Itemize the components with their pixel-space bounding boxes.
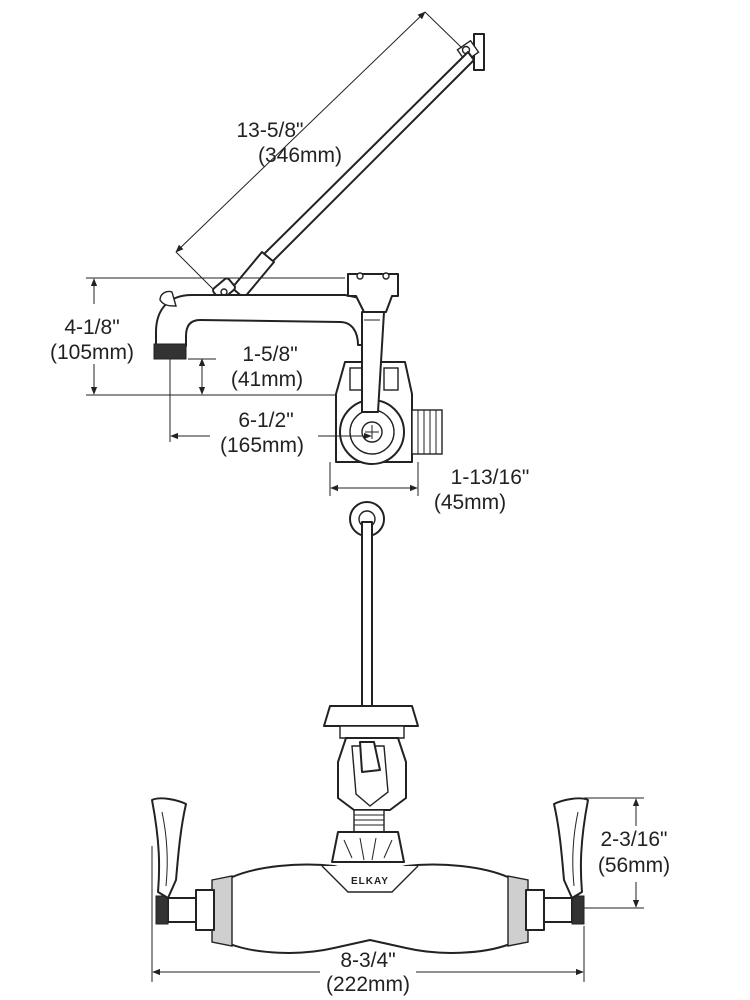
front-valve-body [337,737,407,811]
front-main-body: ELKAY [217,863,523,954]
inlet-depth-imperial: 1-13/16" [451,466,530,489]
overall-width-metric: (222mm) [326,973,410,996]
dim-outlet-height [188,358,216,395]
arm-length-imperial: 13-5/8" [237,119,304,142]
front-bracket [323,705,419,739]
front-view: ELKAY 2-3/16" (56mm) [151,501,670,996]
spout-height-imperial: 4-1/8" [64,316,119,339]
outlet-height-imperial: 1-5/8" [242,343,297,366]
side-view: 13-5/8" (346mm) 4-1/8" (105mm) 1-5/8" (4… [50,11,530,514]
spout [153,290,371,360]
valve-cap [347,272,399,313]
dim-arm-length [175,11,463,291]
right-handle [507,797,589,947]
dim-spout-reach [169,359,372,442]
front-nipple [353,809,385,833]
handle-height-imperial: 2-3/16" [601,828,668,851]
left-handle [151,797,233,947]
brand-logo: ELKAY [351,876,389,887]
valve-body [335,311,443,465]
support-arm [212,51,475,301]
spout-height-metric: (105mm) [50,341,134,364]
spout-reach-imperial: 6-1/2" [238,409,293,432]
front-connector-nut [331,831,405,863]
outlet-height-metric: (41mm) [231,368,303,391]
overall-width-imperial: 8-3/4" [340,949,395,972]
dim-spout-height [86,277,345,396]
dim-overall-width [151,846,585,982]
aerator [153,343,187,360]
spout-reach-metric: (165mm) [220,434,304,457]
inlet-depth-metric: (45mm) [434,491,506,514]
arm-length-metric: (346mm) [258,144,342,167]
handle-height-metric: (56mm) [598,854,670,877]
dim-handle-height [584,797,644,909]
dim-inlet-depth [329,462,419,496]
